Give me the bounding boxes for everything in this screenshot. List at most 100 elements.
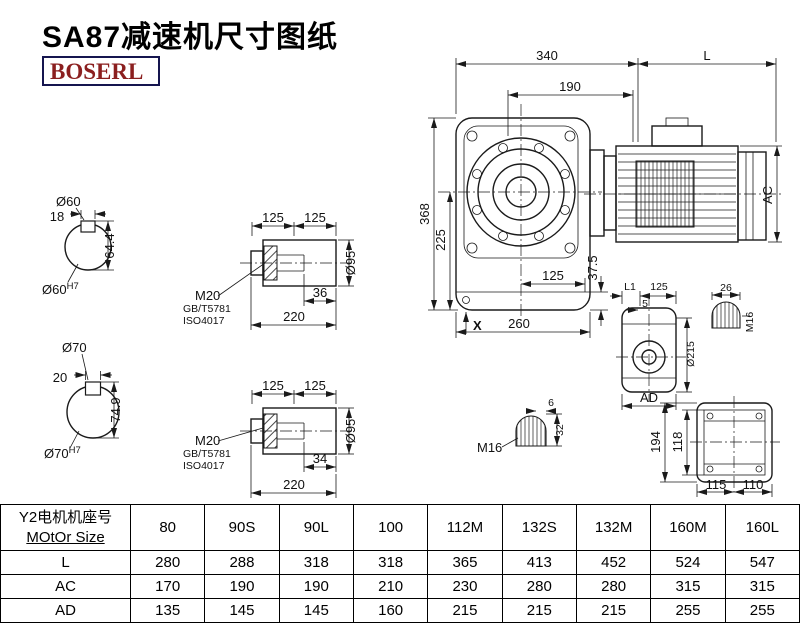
table-cell: 315 — [724, 574, 800, 599]
row-label: L — [0, 550, 131, 575]
table-row-AC: AC 170 190 190 210 230 280 280 315 315 — [0, 574, 800, 599]
table-cell: 135 — [129, 598, 206, 623]
page-title: SA87减速机尺寸图纸 — [42, 21, 339, 54]
bore-60-tolerance: H7 — [67, 281, 79, 292]
table-cell: 318 — [352, 550, 429, 575]
bore-70-value: Ø70 — [44, 446, 69, 461]
table-row-L: L 280 288 318 318 365 413 452 524 547 — [0, 550, 800, 575]
dim-118: 118 — [670, 432, 685, 453]
shaft-end-detail-right: 26 M16 — [711, 282, 756, 333]
dim-key-width-70: 20 — [53, 370, 67, 385]
table-col-header: 160M — [650, 504, 726, 551]
table-cell: 215 — [575, 598, 652, 623]
standard-gb-bottom: GB/T5781 — [183, 448, 231, 460]
dim-260: 260 — [508, 316, 530, 331]
dim-depth-bottom: 34 — [313, 451, 327, 466]
table-cell: 145 — [278, 598, 354, 623]
standard-iso-bottom: ISO4017 — [183, 460, 225, 472]
table-cell: 524 — [650, 550, 726, 575]
dim-194: 194 — [648, 431, 663, 453]
table-cell: 280 — [129, 550, 206, 575]
hollow-shaft-view-bottom: 125 125 M20 GB/T5781 ISO4017 34 220 Ø95 — [183, 378, 358, 498]
motor-size-header-cell: Y2电机机座号 MOtOr Size — [0, 504, 131, 551]
table-cell: 190 — [278, 574, 354, 599]
dim-125-a-bottom: 125 — [262, 378, 284, 393]
motor-side-view — [584, 117, 784, 243]
bore-70-tolerance: H7 — [69, 445, 81, 456]
dim-L1: L1 — [624, 281, 636, 293]
table-cell: 413 — [501, 550, 577, 575]
thread-M16-bottom: M16 — [477, 440, 502, 455]
table-cell: 160 — [352, 598, 429, 623]
dim-AD: AD — [640, 390, 658, 405]
row-label: AD — [0, 598, 131, 623]
bore-70-label: Ø70H7 — [44, 445, 81, 461]
dim-125-b-bottom: 125 — [304, 378, 326, 393]
dim-dia-215: Ø215 — [685, 341, 697, 367]
dim-5: 5 — [642, 298, 648, 310]
dim-368: 368 — [417, 203, 432, 225]
dim-32: 32 — [554, 424, 566, 436]
row-label: AC — [0, 574, 131, 599]
dim-125-b-top: 125 — [304, 210, 326, 225]
fan-cover — [737, 151, 767, 241]
dim-dia-95-top: Ø95 — [343, 251, 358, 276]
table-cell: 280 — [501, 574, 577, 599]
dim-110: 110 — [743, 477, 764, 492]
table-cell: 190 — [204, 574, 280, 599]
dim-115: 115 — [706, 477, 727, 492]
table-col-header: 112M — [427, 504, 503, 551]
dim-key-height-70: 74.9 — [108, 397, 123, 422]
table-cell: 288 — [204, 550, 280, 575]
dim-key-height-60: 64.4 — [102, 233, 117, 258]
dim-length-top: 220 — [283, 309, 305, 324]
dim-L: L — [703, 48, 710, 63]
dim-225: 225 — [433, 229, 448, 251]
shaft-end-detail-bottom: 6 32 M16 — [477, 397, 566, 455]
dim-length-bottom: 220 — [283, 477, 305, 492]
thread-label-top: M20 — [195, 288, 220, 303]
dim-6: 6 — [548, 397, 554, 409]
bore-60-label: Ø60H7 — [42, 281, 79, 297]
output-flange-circle — [466, 137, 576, 247]
motor-size-table: Y2电机机座号 MOtOr Size 80 90S 90L 100 112M 1… — [0, 504, 800, 623]
standard-gb-top: GB/T5781 — [183, 303, 231, 315]
thread-M16-right: M16 — [744, 312, 756, 333]
gear-unit-top-view: 194 118 115 110 — [648, 396, 780, 497]
table-col-header: 90S — [204, 504, 280, 551]
dimension-drawing: 340 L 190 368 225 37.5 125 260 AC X Ø60 — [42, 48, 784, 498]
standard-iso-top: ISO4017 — [183, 315, 225, 327]
table-cell: 452 — [575, 550, 652, 575]
table-cell: 255 — [650, 598, 726, 623]
shaft-section-60: Ø60 18 64.4 Ø60H7 — [42, 194, 117, 297]
dim-125-a-top: 125 — [262, 210, 284, 225]
shaft-section-70: Ø70 20 74.9 Ø70H7 — [44, 340, 123, 461]
table-cell: 365 — [427, 550, 503, 575]
dim-340: 340 — [536, 48, 558, 63]
keyway-60 — [80, 220, 96, 233]
table-row-AD: AD 135 145 145 160 215 215 215 255 255 — [0, 598, 800, 623]
hollow-shaft-view-top: 125 125 M20 GB/T5781 ISO4017 36 220 Ø95 — [183, 210, 358, 330]
table-col-header: 80 — [129, 504, 206, 551]
table-col-header: 132M — [575, 504, 652, 551]
dim-125-side: 125 — [650, 281, 668, 293]
brand-logo-box: BOSERL — [42, 56, 160, 86]
dim-depth-top: 36 — [313, 285, 327, 300]
table-cell: 215 — [501, 598, 577, 623]
table-cell: 230 — [427, 574, 503, 599]
table-cell: 210 — [352, 574, 429, 599]
table-cell: 215 — [427, 598, 503, 623]
table-col-header: 132S — [501, 504, 577, 551]
table-header-row: Y2电机机座号 MOtOr Size 80 90S 90L 100 112M 1… — [0, 504, 800, 551]
terminal-box — [651, 125, 703, 147]
dia-70-label: Ø70 — [62, 340, 87, 355]
dim-AC: AC — [760, 186, 775, 204]
dim-26: 26 — [720, 282, 732, 294]
table-col-header: 90L — [278, 504, 354, 551]
table-cell: 280 — [575, 574, 652, 599]
table-cell: 170 — [129, 574, 206, 599]
dim-37-5: 37.5 — [585, 255, 600, 280]
brand-text: BOSERL — [50, 58, 144, 84]
section-label-X: X — [473, 318, 482, 333]
